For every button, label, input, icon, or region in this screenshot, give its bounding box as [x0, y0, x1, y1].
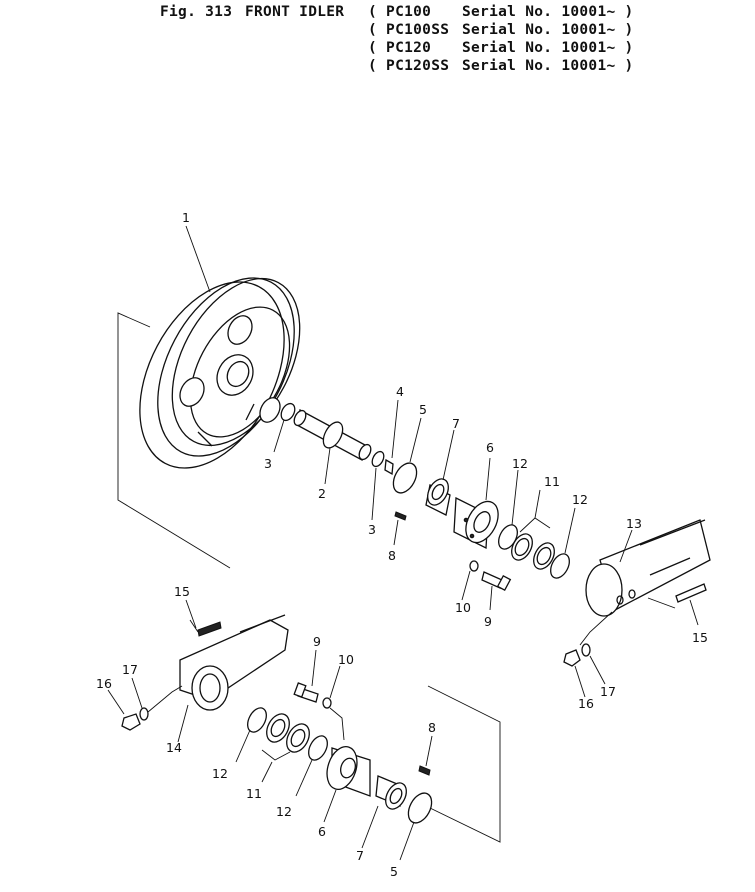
part-o-ring-right [371, 450, 385, 521]
callout-2: 2 [318, 486, 326, 501]
connector-right [579, 611, 613, 646]
callout-12-upper-a: 12 [512, 456, 528, 471]
part-bushing-lower [361, 775, 407, 849]
part-snap-ring-lower-a [235, 707, 267, 763]
callout-14: 14 [166, 740, 182, 755]
model-3: ( PC120 [368, 40, 432, 56]
serial-1: Serial No. 10001~ ) [462, 4, 634, 20]
part-yoke-right [585, 519, 711, 617]
part-washer-lower [322, 665, 345, 741]
callout-7-lower: 7 [356, 848, 364, 863]
callout-10-lower: 10 [338, 652, 354, 667]
callout-12-lower-b: 12 [276, 804, 292, 819]
serial-4: Serial No. 10001~ ) [462, 58, 634, 74]
callout-3-right: 3 [368, 522, 376, 537]
callout-6-lower: 6 [318, 824, 326, 839]
part-bolt-upper [481, 571, 512, 611]
callout-11-lower: 11 [246, 786, 262, 801]
callout-5-upper: 5 [419, 402, 427, 417]
part-snap-ring-upper-b [550, 507, 576, 579]
model-4: ( PC120SS [368, 58, 450, 74]
callout-16-right: 16 [578, 696, 594, 711]
part-bolt-lower [293, 649, 319, 703]
part-washer-left [139, 707, 149, 721]
part-snap-ring-lower-b [295, 735, 328, 797]
part-bearings-upper [511, 489, 555, 570]
callout-11-upper: 11 [544, 474, 560, 489]
part-plug [384, 399, 399, 476]
callout-13: 13 [626, 516, 642, 531]
serial-3: Serial No. 10001~ ) [462, 40, 634, 56]
callout-8-upper: 8 [388, 548, 396, 563]
callout-16-left: 16 [96, 676, 112, 691]
part-o-ring-left [273, 402, 296, 453]
part-washer-upper [461, 560, 479, 601]
callout-9-upper: 9 [484, 614, 492, 629]
part-idler-wheel [139, 277, 301, 469]
connector-left [147, 685, 183, 713]
callout-5-lower: 5 [390, 864, 398, 879]
part-seal-ring-lower [399, 792, 433, 861]
part-bearings-lower [261, 713, 310, 783]
model-1: ( PC100 [368, 4, 432, 20]
callout-6-upper: 6 [486, 440, 494, 455]
part-collar-upper [453, 457, 499, 550]
callout-17-left: 17 [122, 662, 138, 677]
callout-3-left: 3 [264, 456, 272, 471]
part-collar-lower [323, 745, 371, 823]
part-nut-right [563, 649, 586, 698]
callout-8-lower: 8 [428, 720, 436, 735]
model-2: ( PC100SS [368, 22, 450, 38]
part-pin-lower [418, 735, 433, 776]
callout-12-upper-b: 12 [572, 492, 588, 507]
callout-12-lower-a: 12 [212, 766, 228, 781]
callout-7-upper: 7 [452, 416, 460, 431]
serial-2: Serial No. 10001~ ) [462, 22, 634, 38]
part-pin-left [189, 619, 222, 637]
assembly-bracket-left [117, 312, 231, 569]
assembly-bracket-right [427, 685, 501, 843]
callout-1: 1 [182, 210, 190, 225]
part-snap-ring-upper-a [498, 469, 519, 550]
fig-label: Fig. 313 [160, 4, 233, 20]
part-shaft [293, 409, 372, 485]
part-seal-ring-upper [392, 417, 422, 494]
callout-17-right: 17 [600, 684, 616, 699]
callout-15-left: 15 [174, 584, 190, 599]
callout-15-right: 15 [692, 630, 708, 645]
part-pin-right [675, 583, 707, 626]
callout-9-lower: 9 [313, 634, 321, 649]
callout-4: 4 [396, 384, 404, 399]
part-washer-right [581, 643, 606, 685]
callout-10-upper: 10 [455, 600, 471, 615]
part-pin-upper [393, 511, 407, 546]
part-bushing-upper [425, 429, 455, 516]
fig-title: FRONT IDLER [245, 4, 345, 20]
part-nut-left [121, 713, 141, 731]
part-yoke-left [177, 614, 289, 743]
callout-labels: 1 2 3 3 4 5 5 6 6 7 7 8 8 9 9 10 10 11 1… [96, 210, 708, 879]
